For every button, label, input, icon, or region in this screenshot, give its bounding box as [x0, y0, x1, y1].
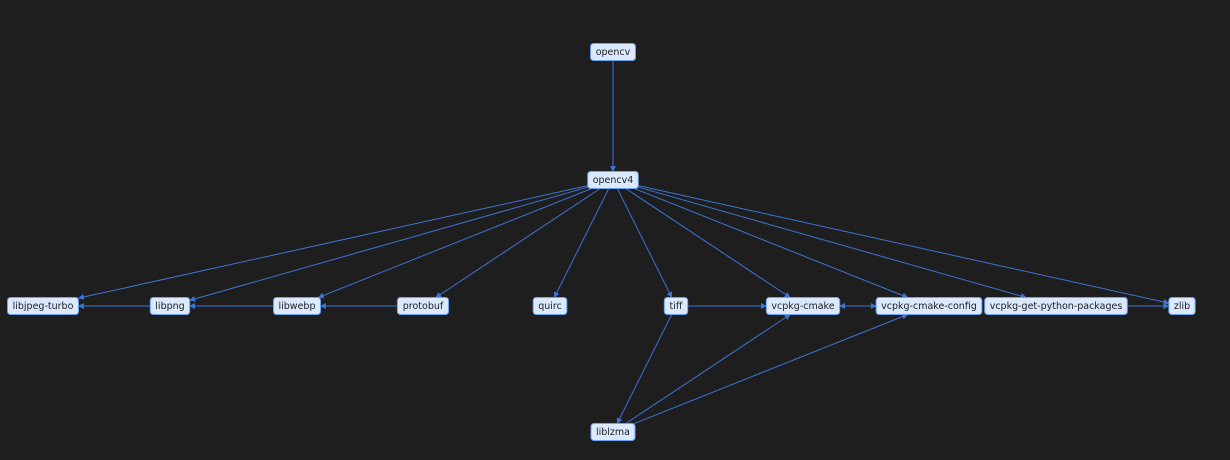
node-box	[590, 423, 636, 441]
node-box	[765, 297, 841, 315]
node-label: quirc	[538, 301, 562, 312]
node-label: opencv4	[593, 175, 634, 186]
node-box	[273, 297, 321, 315]
node-libwebp[interactable]: libwebp	[273, 297, 321, 315]
edges-layer	[77, 60, 1170, 425]
node-box	[7, 297, 79, 315]
node-box	[590, 43, 636, 61]
edge-opencv4-to-protobuf	[435, 188, 601, 298]
node-tiff[interactable]: tiff	[663, 297, 689, 315]
node-zlib[interactable]: zlib	[1168, 297, 1196, 315]
node-box	[149, 297, 191, 315]
node-box	[1168, 297, 1196, 315]
node-label: tiff	[670, 301, 683, 312]
edge-opencv4-to-tiff	[616, 188, 673, 299]
edge-tiff-to-liblzma	[616, 314, 673, 425]
node-vcpkg-cmake[interactable]: vcpkg-cmake	[765, 297, 841, 315]
node-opencv[interactable]: opencv	[590, 43, 636, 61]
edge-opencv4-to-vcpkg-cmake-config	[634, 188, 909, 299]
node-label: opencv	[596, 47, 631, 58]
node-opencv4[interactable]: opencv4	[587, 171, 639, 189]
edge-opencv4-to-quirc	[553, 188, 610, 299]
node-protobuf[interactable]: protobuf	[396, 297, 450, 315]
node-quirc[interactable]: quirc	[532, 297, 568, 315]
node-label: liblzma	[596, 427, 630, 438]
node-label: vcpkg-get-python-packages	[990, 301, 1123, 312]
edge-opencv4-to-vcpkg-get-python-packages	[638, 186, 1027, 299]
node-label: libpng	[155, 301, 184, 312]
edge-liblzma-to-vcpkg-cmake	[625, 314, 791, 424]
edge-opencv4-to-libwebp	[317, 188, 592, 299]
node-label: libwebp	[279, 301, 316, 312]
node-libjpeg-turbo[interactable]: libjpeg-turbo	[7, 297, 79, 315]
node-label: vcpkg-cmake	[771, 301, 834, 312]
edge-liblzma-to-vcpkg-cmake-config	[634, 313, 909, 424]
node-vcpkg-cmake-config[interactable]: vcpkg-cmake-config	[875, 297, 983, 315]
edge-opencv4-to-libpng	[189, 186, 588, 302]
node-box	[587, 171, 639, 189]
node-label: vcpkg-cmake-config	[881, 301, 977, 312]
node-label: protobuf	[403, 301, 444, 312]
node-vcpkg-get-python-packages[interactable]: vcpkg-get-python-packages	[984, 297, 1128, 315]
edge-opencv4-to-libjpeg-turbo	[77, 185, 588, 300]
nodes-layer: opencv opencv4 libjpeg-turbo libpng libwebp p…	[7, 43, 1196, 441]
node-label: zlib	[1174, 301, 1190, 312]
node-box	[663, 297, 689, 315]
node-label: libjpeg-turbo	[13, 301, 74, 312]
node-libpng[interactable]: libpng	[149, 297, 191, 315]
node-box	[875, 297, 983, 315]
node-box	[984, 297, 1128, 315]
edge-opencv4-to-vcpkg-cmake	[625, 188, 791, 298]
node-box	[396, 297, 450, 315]
node-liblzma[interactable]: liblzma	[590, 423, 636, 441]
node-box	[532, 297, 568, 315]
edge-opencv4-to-zlib	[638, 185, 1170, 305]
